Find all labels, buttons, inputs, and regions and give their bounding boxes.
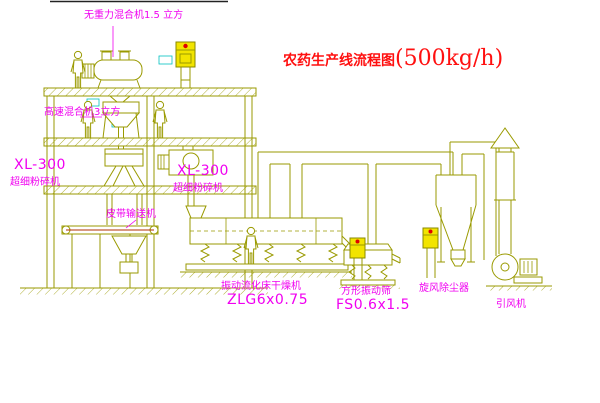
label-sieve-model: FS0.6x1.5 bbox=[336, 297, 411, 313]
induced-draft-fan bbox=[486, 127, 552, 291]
gravity-mixer bbox=[81, 50, 143, 103]
indicator-dot bbox=[428, 229, 433, 234]
label-sieve-name: 方形振动筛 bbox=[341, 286, 391, 297]
indicator-dot bbox=[355, 239, 360, 244]
label-high-speed-mixer: 高速混合机3立方 bbox=[44, 107, 121, 118]
rain-cap bbox=[490, 127, 520, 149]
worker-figure bbox=[70, 50, 86, 89]
label-mid-mill-name: 超细粉碎机 bbox=[173, 183, 223, 194]
fan-motor bbox=[519, 258, 538, 276]
label-dryer-name: 振动流化床干燥机 bbox=[221, 281, 301, 292]
label-fan: 引风机 bbox=[496, 299, 526, 310]
label-dryer-model: ZLG6x0.75 bbox=[227, 292, 309, 308]
label-gravity-mixer: 无重力混合机1.5 立方 bbox=[84, 10, 184, 21]
ductwork bbox=[257, 151, 454, 246]
control-panel-cyclone bbox=[422, 227, 439, 278]
title-capacity: (500kg/h) bbox=[395, 46, 504, 71]
diagram-title: 农药生产线流程图 (500kg/h) bbox=[283, 46, 503, 71]
pulverizer-left bbox=[103, 146, 145, 187]
label-left-mill-name: 超细粉碎机 bbox=[10, 177, 60, 188]
label-belt-conveyor: 皮带输送机 bbox=[106, 209, 156, 220]
pulverizer-mid bbox=[157, 145, 214, 206]
building-frame bbox=[20, 87, 268, 295]
high-speed-mixer bbox=[101, 101, 141, 139]
belt-conveyor bbox=[61, 225, 159, 288]
title-text: 农药生产线流程图 bbox=[283, 53, 395, 69]
worker-figure bbox=[152, 100, 168, 139]
cyclone-separator bbox=[435, 141, 497, 267]
control-panel-sieve bbox=[349, 237, 366, 280]
label-left-mill-model: XL-300 bbox=[14, 157, 66, 173]
indicator-dot bbox=[183, 43, 188, 49]
control-panel-mixer bbox=[175, 41, 196, 88]
label-mid-mill-model: XL-300 bbox=[177, 163, 229, 179]
fluid-bed-dryer bbox=[180, 205, 353, 278]
discharge-pipes bbox=[106, 194, 143, 225]
leader-lines bbox=[80, 26, 137, 229]
label-cyclone: 旋风除尘器 bbox=[419, 283, 469, 294]
